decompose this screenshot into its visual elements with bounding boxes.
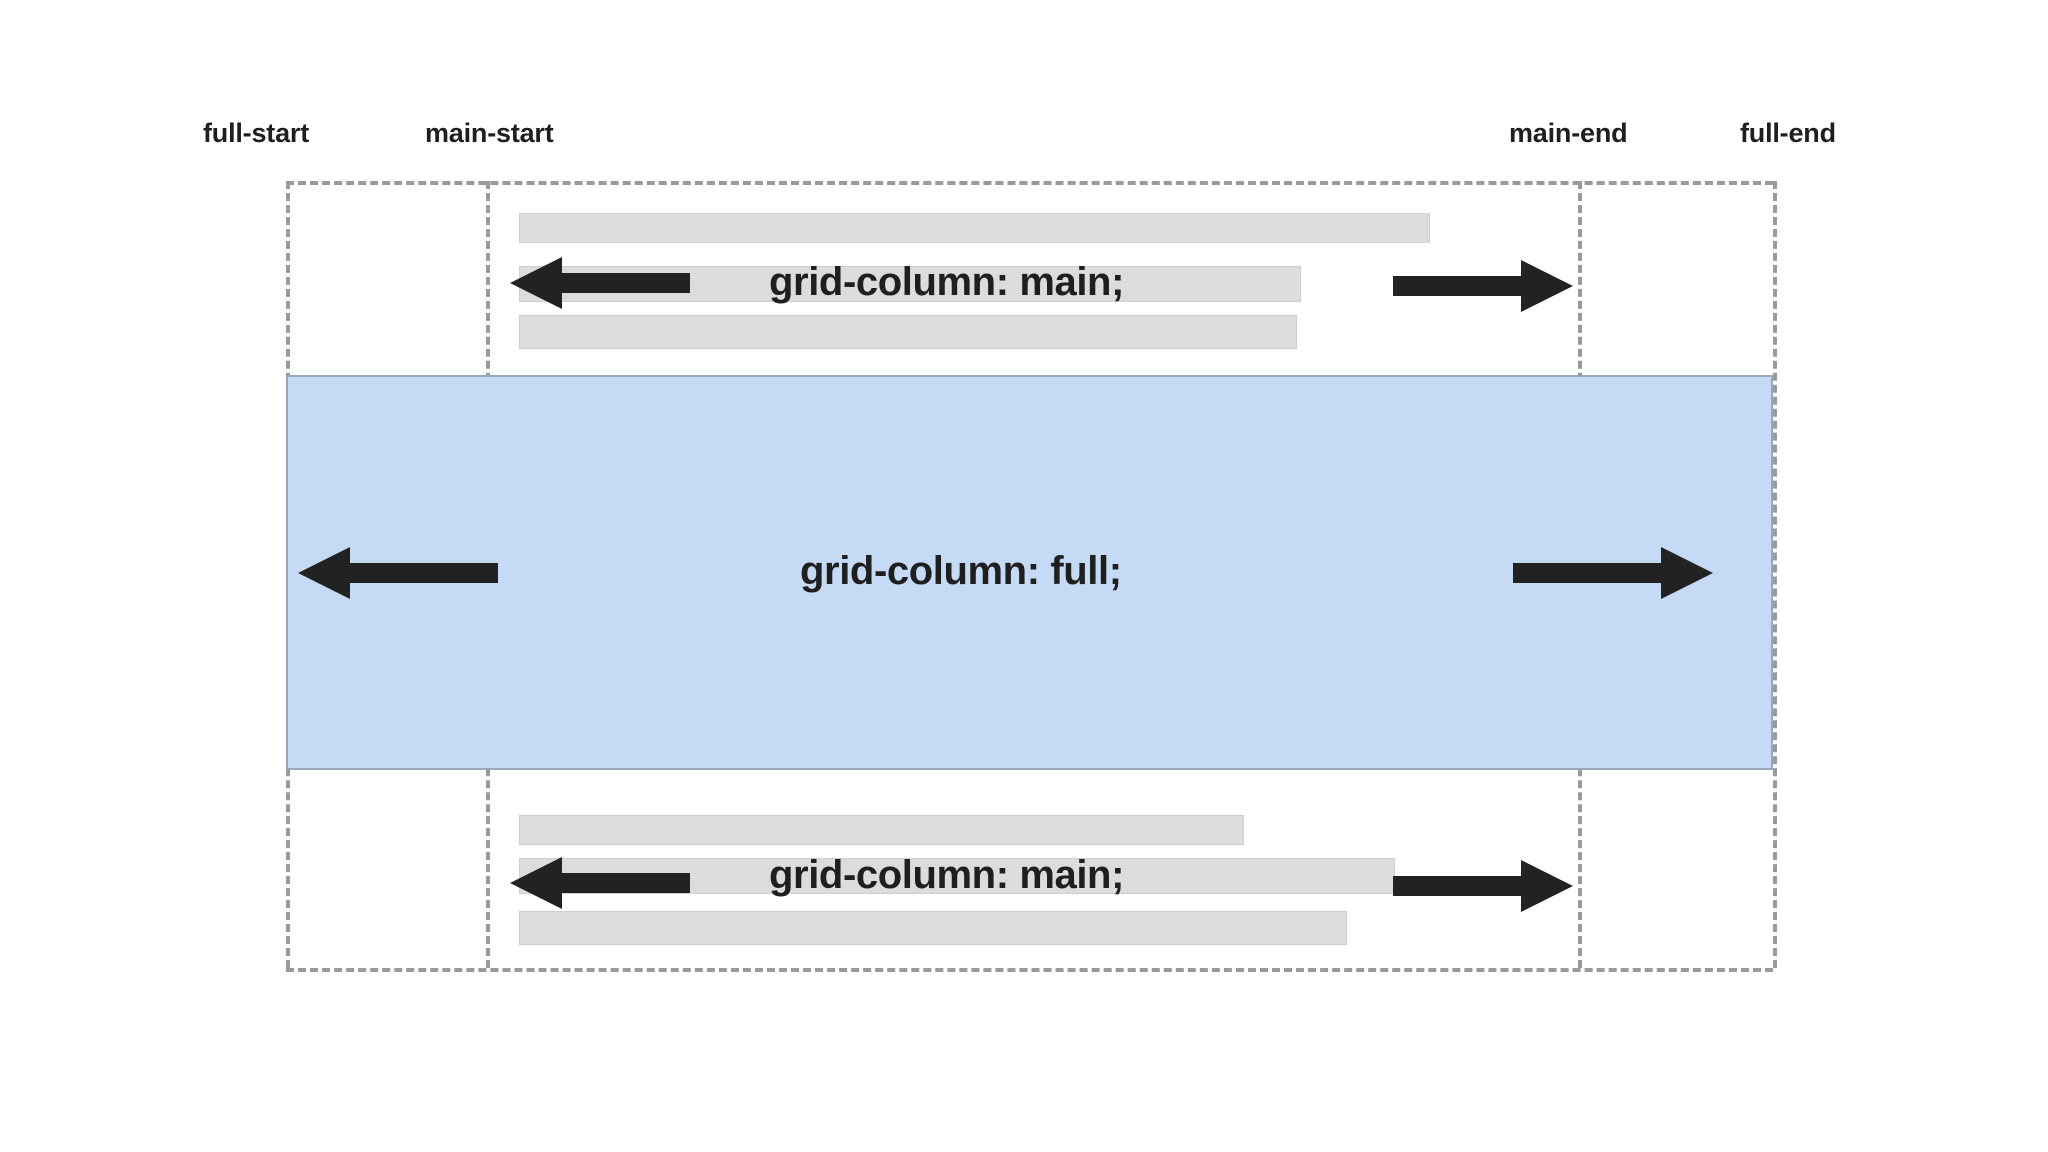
- caption-grid-column-main-bottom: grid-column: main;: [769, 853, 1125, 897]
- caption-grid-column-full: grid-column: full;: [800, 549, 1122, 593]
- placeholder-text-bar: [519, 213, 1430, 243]
- caption-grid-column-main-top: grid-column: main;: [769, 260, 1125, 304]
- grid-line-label-full-start: full-start: [203, 118, 310, 148]
- arrow-left-icon: [510, 257, 690, 309]
- arrow-right-icon: [1393, 260, 1573, 312]
- grid-line-bottom-horizontal: [286, 968, 1773, 972]
- arrow-right-icon: [1393, 860, 1573, 912]
- grid-line-label-main-start: main-start: [425, 118, 554, 148]
- grid-line-label-full-end: full-end: [1740, 118, 1836, 148]
- placeholder-text-bar: [519, 815, 1244, 845]
- grid-line-top-horizontal: [286, 181, 1773, 185]
- grid-line-full-end-vertical: [1773, 181, 1777, 968]
- placeholder-text-bar: [519, 911, 1347, 945]
- arrow-right-icon: [1513, 547, 1713, 599]
- grid-line-label-main-end: main-end: [1509, 118, 1628, 148]
- placeholder-text-bar: [519, 315, 1297, 349]
- arrow-left-icon: [298, 547, 498, 599]
- arrow-left-icon: [510, 857, 690, 909]
